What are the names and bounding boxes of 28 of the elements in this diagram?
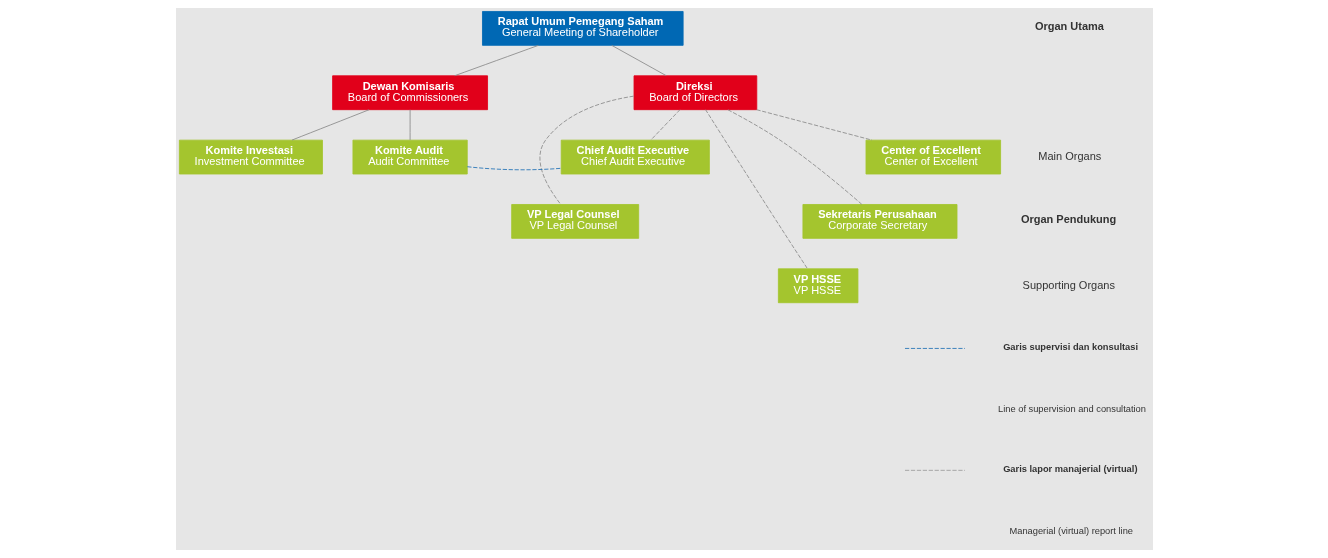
connector [466,166,562,171]
connector [650,109,680,141]
legend-label: Garis supervisi dan konsultasi [1002,341,1138,352]
label: Organ Utama [1034,20,1104,33]
node-box: VP HSSE VP HSSE [777,268,858,304]
node-box: VP Legal Counsel VP Legal Counsel [510,204,639,239]
label: Organ Pendukung [1020,213,1116,226]
node-box: Direksi Board of Directors [633,75,757,111]
node-box: Center of Excellent Center of Excellent [865,139,1001,175]
label: Supporting Organs [1022,278,1115,291]
connector [453,44,539,77]
node-box: Chief Audit Executive Chief Audit Executive [560,139,710,175]
node-box: Rapat Umum Pemegang Saham General Meeting of Shareholder [481,11,684,46]
connector [727,109,862,205]
connector [539,95,634,205]
connector [610,44,667,77]
node-box: Sekretaris Perusahaan Corporate Secretary [802,204,957,239]
connector [755,109,872,141]
node-box: Dewan Komisaris Board of Commissioners [331,75,488,111]
legend-label: Managerial (virtual) report line [1009,525,1133,536]
node-box: Komite Investasi Investment Committee [178,139,323,175]
connector [291,109,370,141]
connector [409,109,410,141]
legend-label: Garis lapor manajerial (virtual) [1002,463,1137,474]
connector [704,109,808,270]
legend-label: Line of supervision and consultation [997,403,1146,414]
label: Main Organs [1037,149,1101,162]
node-box: Komite Audit Audit Committee [352,139,468,175]
